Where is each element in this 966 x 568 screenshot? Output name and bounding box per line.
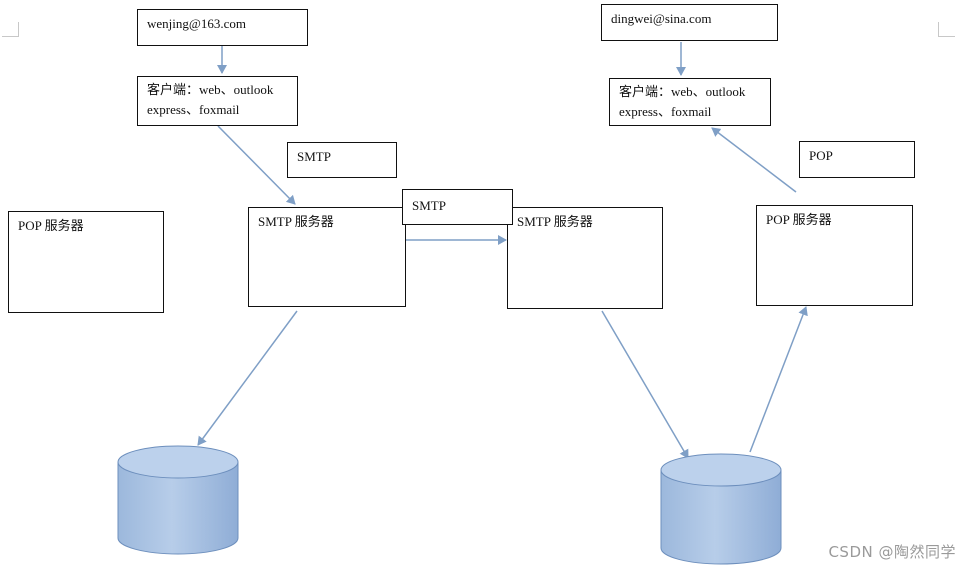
arrow-left-client-to-smtp [217,125,296,205]
recipient-email-label: dingwei@sina.com [611,11,712,26]
sender-client-line1: 客户端：web、outlook [147,82,274,97]
smtp-server-left: SMTP 服务器 [248,207,406,307]
storage-cylinder-left [117,445,239,555]
storage-cylinder-right [660,453,782,565]
smtp-protocol-label-middle: SMTP [402,189,513,225]
recipient-email-box: dingwei@sina.com [601,4,778,41]
pop-server-left-label: POP 服务器 [18,218,84,233]
smtp-server-right: SMTP 服务器 [507,207,663,309]
smtp-server-left-label: SMTP 服务器 [258,214,334,229]
smtp-protocol-label-upper: SMTP [287,142,397,178]
pop-server-right: POP 服务器 [756,205,913,306]
page-corner-mark-right [938,22,955,37]
arrow-smtp-left-to-storage [197,310,298,446]
pop-protocol-text: POP [809,148,833,163]
page-corner-mark-left [2,22,19,37]
smtp-server-right-label: SMTP 服务器 [517,214,593,229]
pop-server-right-label: POP 服务器 [766,212,832,227]
sender-client-box: 客户端：web、outlook express、foxmail [137,76,298,126]
recipient-client-line2: express、foxmail [619,104,712,119]
sender-client-line2: express、foxmail [147,102,240,117]
pop-protocol-label: POP [799,141,915,178]
recipient-client-line1: 客户端：web、outlook [619,84,746,99]
arrow-smtp-right-to-storage [601,310,689,459]
pop-server-left: POP 服务器 [8,211,164,313]
arrow-storage-to-pop-right [749,306,808,453]
sender-email-label: wenjing@163.com [147,16,246,31]
recipient-client-box: 客户端：web、outlook express、foxmail [609,78,771,126]
smtp-protocol-text-middle: SMTP [412,198,446,213]
arrow-pop-right-to-client [711,127,797,193]
smtp-protocol-text-upper: SMTP [297,149,331,164]
csdn-watermark: CSDN @陶然同学 [828,543,956,561]
sender-email-box: wenjing@163.com [137,9,308,46]
